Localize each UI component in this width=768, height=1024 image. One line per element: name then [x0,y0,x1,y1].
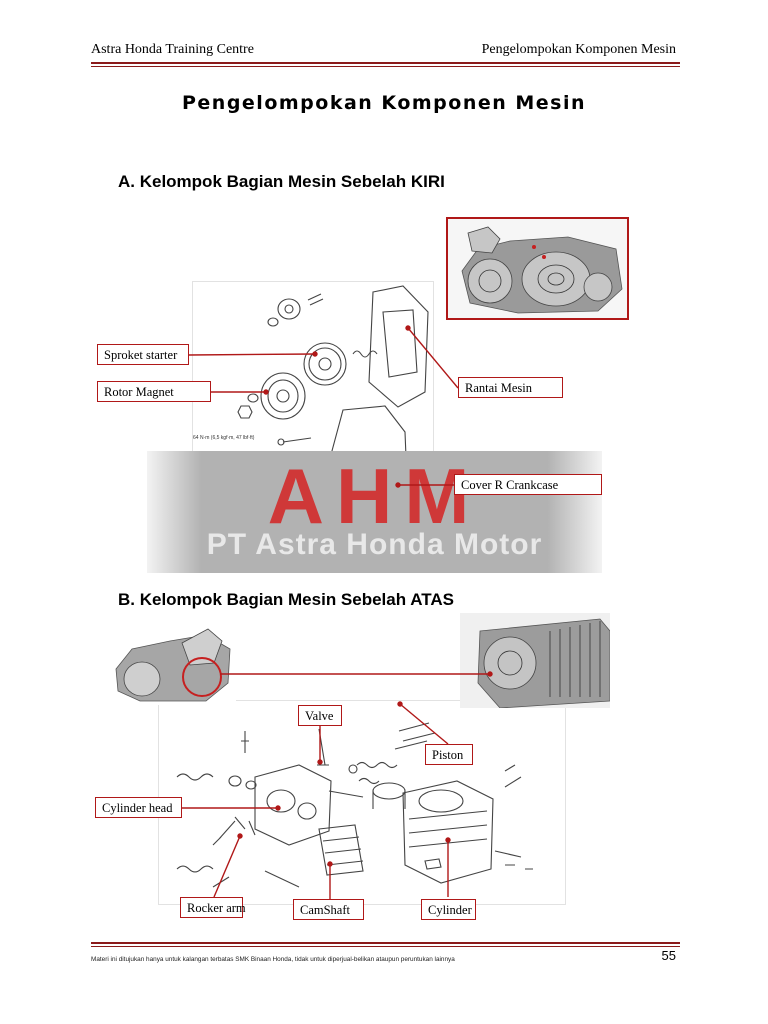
engine-top-photo-art [110,621,236,705]
footer-rule-top [91,942,680,944]
label-rocker-arm: Rocker arm [180,897,246,918]
ahm-watermark-text: PT Astra Honda Motor [206,528,543,561]
top-side-parts-drawing [176,722,533,888]
label-camshaft: CamShaft [293,899,364,920]
top-side-exploded-diagram [158,700,566,905]
section-a-heading: A. Kelompok Bagian Mesin Sebelah KIRI [118,172,445,191]
label-rantai-mesin: Rantai Mesin [458,377,563,398]
page-title: Pengelompokan Komponen Mesin [181,92,587,114]
section-b-heading: B. Kelompok Bagian Mesin Sebelah ATAS [118,590,454,609]
footer-note: Materi ini ditujukan hanya untuk kalanga… [91,956,455,963]
engine-top-photo [110,621,236,705]
cylinder-detail-photo-art [460,613,610,708]
engine-left-photo [446,217,629,320]
ahm-watermark: AHM PT Astra Honda Motor [147,451,602,573]
header-rule-bottom [91,66,680,67]
label-cover-r-crankcase: Cover R Crankcase [454,474,602,495]
header-rule-top [91,62,680,64]
footer-rule-bottom [91,946,680,947]
label-piston: Piston [425,744,473,765]
page-number: 55 [661,948,676,963]
label-rotor-magnet: Rotor Magnet [97,381,211,402]
label-valve: Valve [298,705,342,726]
label-cylinder-head: Cylinder head [95,797,182,818]
cylinder-detail-photo [460,613,610,708]
label-cylinder: Cylinder [421,899,476,920]
header-right: Pengelompokan Komponen Mesin [481,42,676,57]
label-sproket-starter: Sproket starter [97,344,189,365]
torque-note: 64 N·m (6,5 kgf·m, 47 lbf·ft) [193,435,255,441]
header-left: Astra Honda Training Centre [91,42,254,57]
left-side-parts-drawing [237,285,429,544]
engine-left-photo-art [448,219,627,318]
ahm-watermark-logo: AHM [267,452,482,540]
